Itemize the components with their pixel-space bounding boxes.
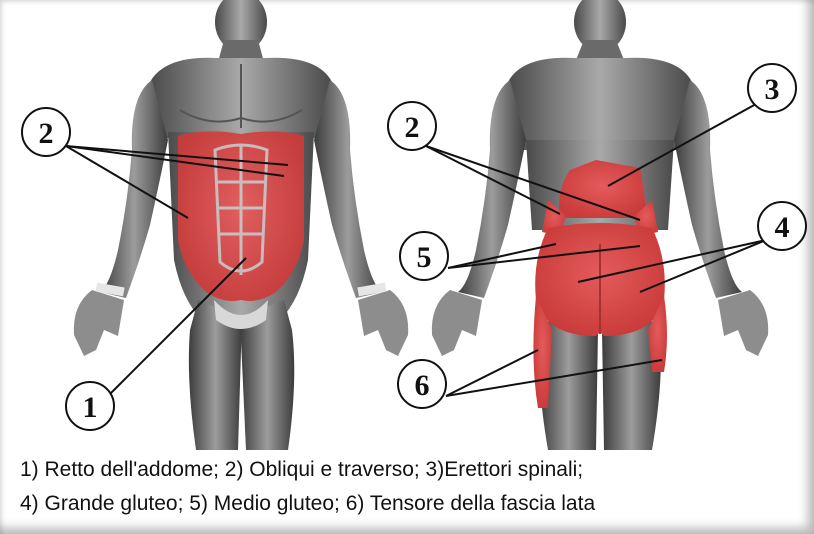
callout-6-back-label: 6	[415, 369, 430, 402]
callout-5-back: 5	[400, 232, 448, 280]
callout-1-front: 1	[66, 382, 114, 430]
callout-1-front-label: 1	[83, 391, 98, 424]
callout-2-front: 2	[22, 108, 70, 156]
back-body-figure	[432, 0, 768, 450]
callout-2-back: 2	[388, 102, 436, 150]
callout-6-back: 6	[398, 360, 446, 408]
front-body-figure	[74, 0, 408, 450]
caption-line-1: 1) Retto dell'addome; 2) Obliqui e trave…	[20, 458, 583, 482]
callout-5-back-label: 5	[417, 241, 432, 274]
caption-line-2: 4) Grande gluteo; 5) Medio gluteo; 6) Te…	[20, 492, 595, 516]
callout-4-back: 4	[758, 202, 806, 250]
callout-2-front-label: 2	[39, 117, 54, 150]
callout-3-back: 3	[748, 64, 796, 112]
muscle-anatomy-diagram: 2 1 2 3 5 4 6	[0, 0, 814, 450]
callout-4-back-label: 4	[775, 211, 790, 244]
callout-2-back-label: 2	[405, 111, 420, 144]
callout-3-back-label: 3	[765, 73, 780, 106]
